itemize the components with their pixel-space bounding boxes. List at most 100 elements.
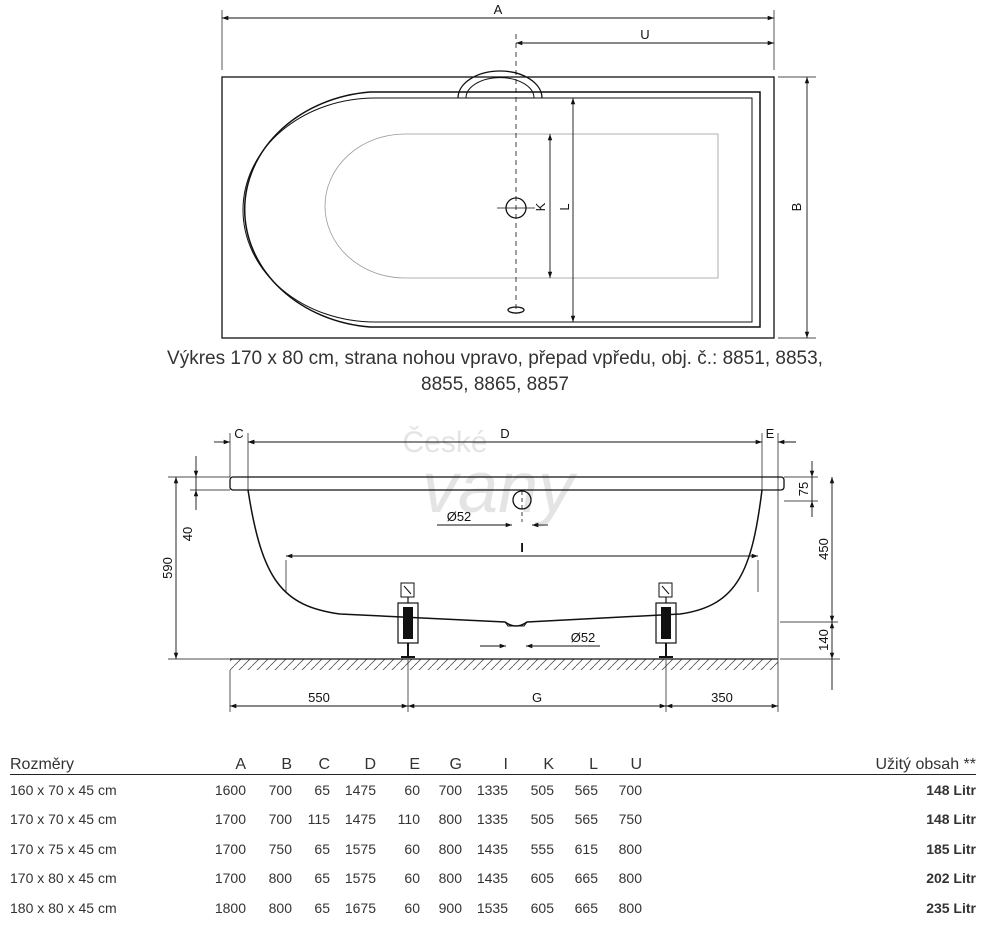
cell-volume: 202 Litr — [926, 870, 976, 887]
label-75: 75 — [796, 482, 811, 496]
cell-u: 800 — [618, 840, 642, 857]
cell-u: 750 — [618, 811, 642, 828]
cell-i: 1335 — [476, 811, 508, 828]
cell-volume: 235 Litr — [926, 899, 976, 916]
cell-a: 1700 — [214, 870, 246, 887]
tub-rim — [229, 476, 785, 491]
cell-u: 800 — [618, 899, 642, 916]
cell-dimensions: 170 x 70 x 45 cm — [10, 811, 117, 828]
cell-i: 1535 — [476, 899, 508, 916]
side-view — [168, 433, 840, 712]
cell-e: 110 — [397, 811, 420, 828]
cell-b: 750 — [268, 840, 292, 857]
cell-c: 65 — [314, 870, 330, 887]
cell-c: 65 — [314, 781, 330, 798]
label-u: U — [640, 27, 649, 42]
header-l: L — [554, 748, 598, 775]
cell-b: 700 — [268, 811, 292, 828]
top-view — [221, 10, 816, 339]
cell-i: 1335 — [476, 781, 508, 798]
cell-dimensions: 180 x 80 x 45 cm — [10, 899, 117, 916]
watermark-line2: vany — [422, 448, 578, 528]
tub-rim-inner — [243, 91, 761, 328]
label-350: 350 — [711, 690, 733, 705]
cell-d: 1475 — [344, 781, 376, 798]
cell-k: 505 — [530, 781, 554, 798]
cell-c: 65 — [314, 899, 330, 916]
cell-e: 60 — [404, 781, 420, 798]
cell-a: 1600 — [214, 781, 246, 798]
cell-g: 800 — [438, 840, 462, 857]
cell-u: 700 — [618, 781, 642, 798]
cell-g: 800 — [438, 870, 462, 887]
cell-b: 800 — [268, 899, 292, 916]
cell-d: 1475 — [344, 811, 376, 828]
label-450: 450 — [816, 538, 831, 560]
header-c: C — [292, 748, 330, 775]
label-l: L — [557, 203, 572, 210]
cell-k: 605 — [530, 870, 554, 887]
cell-c: 115 — [307, 811, 330, 828]
label-a: A — [494, 2, 503, 17]
caption-line1: Výkres 170 x 80 cm, strana nohou vpravo,… — [167, 348, 823, 369]
top-view-labels: A U B K L — [494, 2, 804, 211]
header-a: A — [190, 748, 246, 775]
header-b: B — [246, 748, 292, 775]
cell-dimensions: 170 x 75 x 45 cm — [10, 840, 117, 857]
cell-k: 505 — [530, 811, 554, 828]
cell-k: 605 — [530, 899, 554, 916]
side-view-labels: C D E I Ø52 Ø52 75 450 140 590 40 550 G … — [160, 426, 831, 705]
drawing-caption: Výkres 170 x 80 cm, strana nohou vpravo,… — [0, 346, 990, 398]
floor-hatch — [230, 659, 778, 670]
cell-volume: 148 Litr — [926, 811, 976, 828]
cell-e: 60 — [404, 870, 420, 887]
cell-b: 700 — [268, 781, 292, 798]
cell-volume: 185 Litr — [926, 840, 976, 857]
tub-bottom — [324, 133, 719, 279]
cell-d: 1575 — [344, 870, 376, 887]
cell-c: 65 — [314, 840, 330, 857]
label-590: 590 — [160, 557, 175, 579]
technical-drawing: A U B K L České vany — [160, 2, 840, 712]
label-dia2: Ø52 — [571, 630, 596, 645]
label-g: G — [532, 690, 542, 705]
cell-volume: 148 Litr — [926, 781, 976, 798]
cell-l: 615 — [574, 840, 598, 857]
drain-outlet — [504, 621, 528, 627]
cell-e: 60 — [404, 840, 420, 857]
header-d: D — [330, 748, 376, 775]
header-volume: Užitý obsah ** — [642, 748, 976, 775]
cell-l: 665 — [574, 899, 598, 916]
header-i: I — [462, 748, 508, 775]
header-g: G — [420, 748, 462, 775]
label-140: 140 — [816, 629, 831, 651]
table-header-row: Rozměry A B C D E G I K L U Užitý obsah … — [10, 748, 976, 775]
caption-line2: 8855, 8865, 8857 — [421, 374, 569, 395]
cell-d: 1575 — [344, 840, 376, 857]
header-k: K — [508, 748, 554, 775]
cell-e: 60 — [404, 899, 420, 916]
tub-outline — [221, 76, 775, 339]
cell-g: 800 — [438, 811, 462, 828]
cell-l: 665 — [574, 870, 598, 887]
cell-i: 1435 — [476, 840, 508, 857]
header-u: U — [598, 748, 642, 775]
label-i: I — [520, 540, 524, 555]
cell-l: 565 — [574, 781, 598, 798]
label-40: 40 — [180, 527, 195, 541]
cell-g: 900 — [438, 899, 462, 916]
header-dimensions: Rozměry — [10, 748, 190, 775]
cell-u: 800 — [618, 870, 642, 887]
label-e: E — [766, 426, 775, 441]
label-k: K — [533, 202, 548, 211]
header-e: E — [376, 748, 420, 775]
cell-a: 1700 — [214, 840, 246, 857]
label-b: B — [789, 203, 804, 212]
label-d: D — [500, 426, 509, 441]
cell-d: 1675 — [344, 899, 376, 916]
